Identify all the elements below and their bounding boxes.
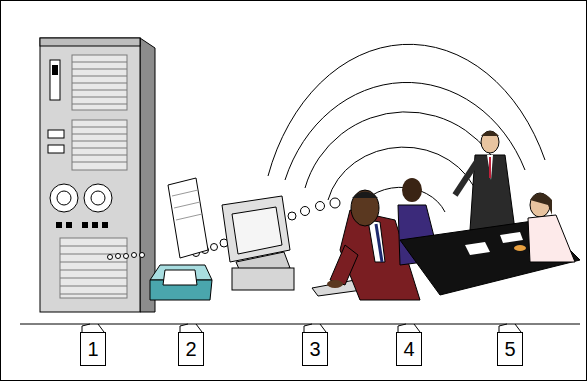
printer <box>150 178 212 300</box>
callout-number: 1 <box>87 339 98 359</box>
callout-box: 4 <box>396 332 422 366</box>
terminal <box>222 196 294 290</box>
baseline <box>20 324 580 325</box>
callout-box: 5 <box>497 332 523 366</box>
callout-number: 4 <box>403 339 414 359</box>
callout-number: 5 <box>504 339 515 359</box>
callout-box: 3 <box>302 332 328 366</box>
callout-box: 1 <box>80 332 106 366</box>
meeting <box>398 131 580 295</box>
callout-number: 3 <box>309 339 320 359</box>
callout-number: 2 <box>185 339 196 359</box>
callout-box: 2 <box>178 332 204 366</box>
mainframe <box>40 38 155 312</box>
callout-ticks <box>82 324 521 332</box>
